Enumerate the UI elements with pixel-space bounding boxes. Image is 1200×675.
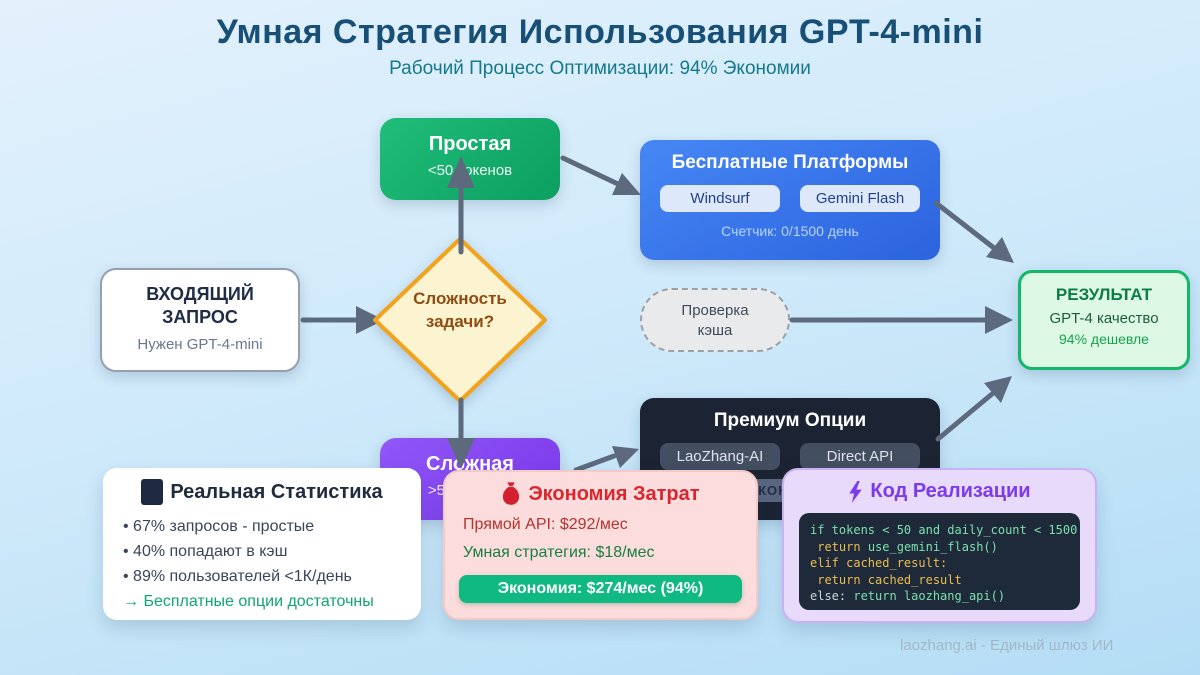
arrow-premium-to-result (935, 376, 1012, 442)
direct-api-button[interactable]: Direct API (800, 443, 920, 470)
incoming-title: ВХОДЯЩИЙ ЗАПРОС (146, 284, 254, 327)
node-decision-diamond: Сложность задачи? (371, 236, 549, 404)
savings-card: Экономия Затрат Прямой API: $292/мес Умн… (443, 470, 758, 620)
result-title: РЕЗУЛЬТАТ (1055, 285, 1153, 304)
savings-title: Экономия Затрат (528, 482, 700, 505)
stats-highlight: → Бесплатные опции достаточны (123, 593, 374, 610)
node-simple-subtitle: <50 токенов (427, 162, 513, 179)
stats-item: • 89% пользователей <1К/день (123, 568, 352, 585)
code-title: Код Реализации (870, 480, 1031, 502)
node-cache-check: Проверка кэша (640, 288, 790, 352)
premium-title: Премиум Опции (713, 410, 867, 431)
node-simple-title: Простая (428, 133, 512, 155)
code-block: if tokens < 50 and daily_count < 1500: r… (799, 513, 1080, 610)
arrow-free-platforms-to-result (933, 200, 1014, 263)
stats-list: • 67% запросов - простые • 40% попадают … (103, 514, 421, 614)
node-free-platforms: Бесплатные Платформы Windsurf Gemini Fla… (640, 140, 940, 260)
incoming-subtitle: Нужен GPT-4-mini (137, 336, 263, 353)
gemini-flash-button[interactable]: Gemini Flash (800, 185, 920, 212)
arrow-complex-to-premium (573, 446, 639, 473)
laozhang-ai-button[interactable]: LaoZhang-AI (660, 443, 780, 470)
free-platforms-counter: Счетчик: 0/1500 день (721, 223, 859, 239)
lightning-bolt-icon (849, 480, 863, 503)
free-platforms-title: Бесплатные Платформы (671, 152, 909, 173)
arrow-simple-to-free-platforms (560, 155, 641, 195)
stats-title-row: Реальная Статистика (103, 479, 421, 505)
result-quality: GPT-4 качество (1049, 310, 1159, 327)
savings-total-pill: Экономия: $274/мес (94%) (459, 575, 742, 603)
stats-item: • 67% запросов - простые (123, 518, 315, 535)
stats-item: • 40% попадают в кэш (123, 543, 288, 560)
free-platforms-buttons: Windsurf Gemini Flash (640, 185, 940, 212)
node-simple-task: Простая <50 токенов (380, 118, 560, 200)
code-card: Код Реализации if tokens < 50 and daily_… (782, 468, 1097, 623)
stats-title: Реальная Статистика (170, 480, 383, 503)
savings-title-row: Экономия Затрат (445, 482, 756, 506)
decision-label: Сложность задачи? (413, 289, 507, 331)
savings-smart-strategy: Умная стратегия: $18/мес (463, 544, 655, 561)
premium-buttons: LaoZhang-AI Direct API (640, 443, 940, 470)
windsurf-button[interactable]: Windsurf (660, 185, 780, 212)
savings-direct-api: Прямой API: $292/мес (463, 516, 628, 533)
arrow-cache-to-result (789, 306, 1013, 334)
code-title-row: Код Реализации (784, 480, 1095, 503)
node-result: РЕЗУЛЬТАТ GPT-4 качество 94% дешевле (1018, 270, 1190, 370)
footer-branding: laozhang.ai - Единый шлюз ИИ (900, 637, 1114, 654)
page-title: Умная Стратегия Использования GPT-4-mini (216, 13, 984, 51)
result-savings: 94% дешевле (1059, 331, 1149, 347)
money-bag-icon (503, 482, 520, 505)
page-subtitle: Рабочий Процесс Оптимизации: 94% Экономи… (389, 58, 811, 79)
stats-card: Реальная Статистика • 67% запросов - про… (103, 468, 421, 620)
node-incoming-request: ВХОДЯЩИЙ ЗАПРОС Нужен GPT-4-mini (100, 268, 300, 372)
bar-chart-icon (141, 479, 164, 505)
